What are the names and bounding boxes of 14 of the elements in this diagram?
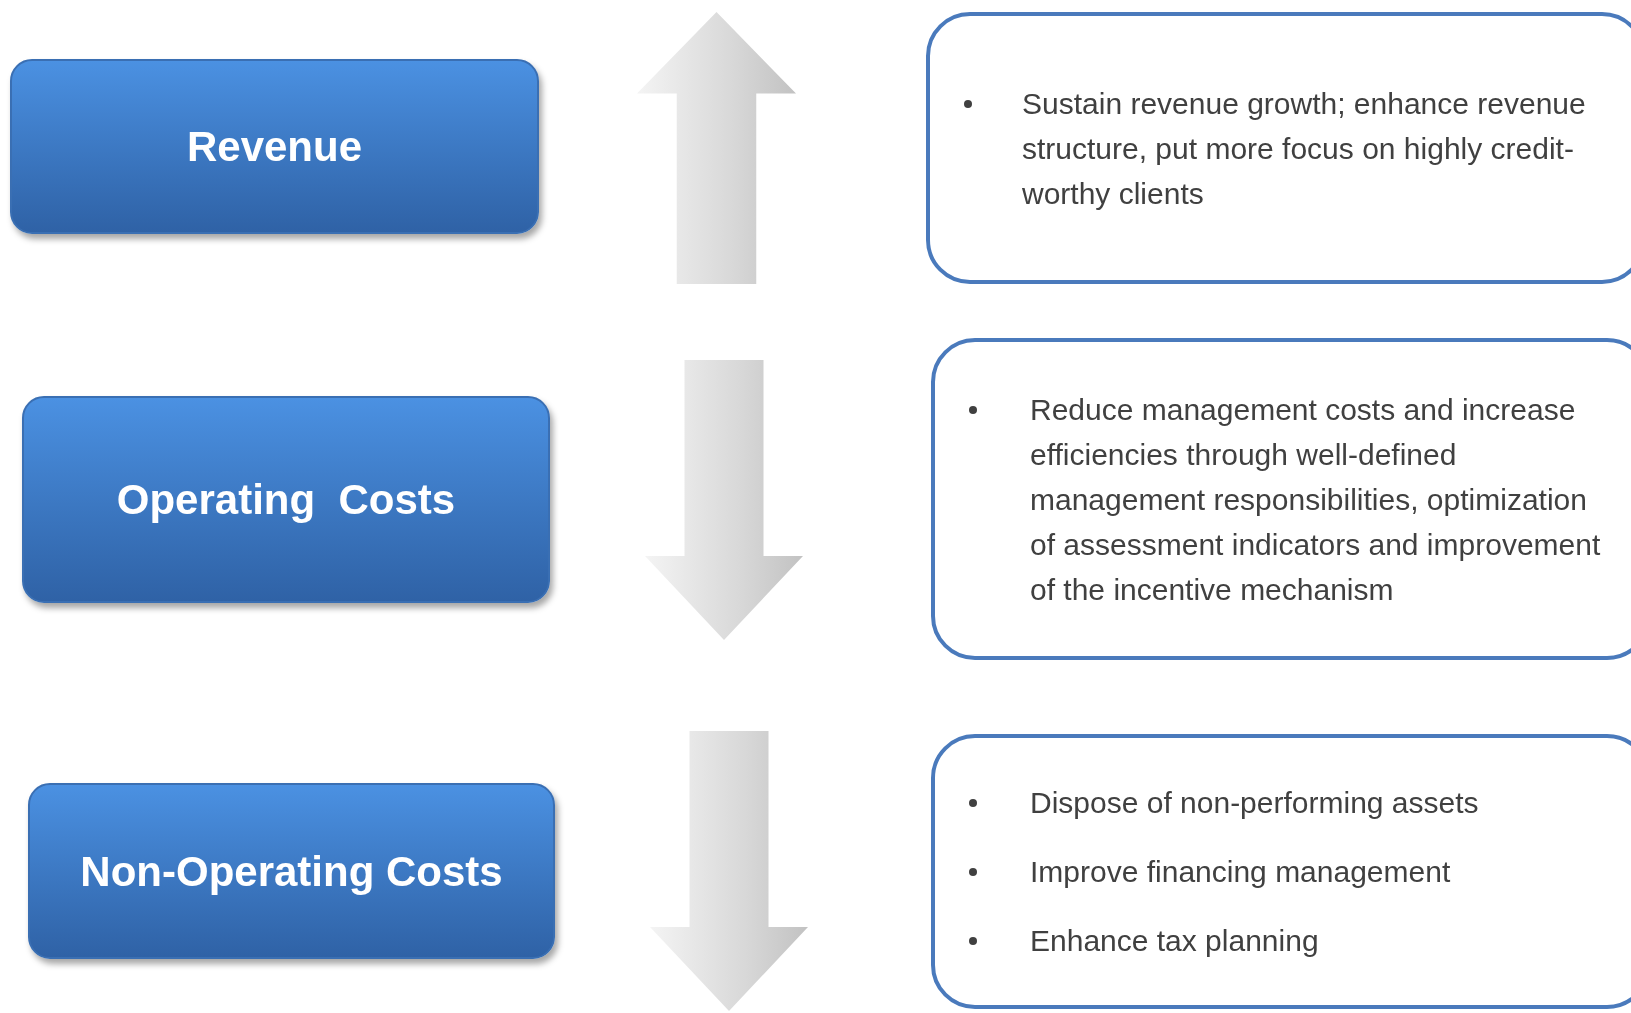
category-title: Operating Costs xyxy=(116,475,456,525)
strategy-box xyxy=(931,338,1631,660)
strategy-box xyxy=(926,12,1631,284)
strategy-text: Improve financing management xyxy=(1030,854,1452,890)
category-title: Non-Operating Costs xyxy=(80,846,503,897)
strategy-text: Dispose of non-performing assets xyxy=(1030,785,1480,821)
strategy-text: Sustain revenue growth; enhance revenue structure, put more focus on highly credit-worthy clients xyxy=(1022,85,1587,212)
strategy-text: Enhance tax planning xyxy=(1030,923,1320,959)
category-title: Revenue xyxy=(186,122,363,172)
strategy-box xyxy=(931,734,1631,1009)
strategy-text: Reduce management costs and increase efficiencies through well-defined management responsibilities, optimization of assessment indicators and improvement of the incentive mechanism xyxy=(1030,391,1602,608)
category-box xyxy=(22,396,550,603)
category-box xyxy=(28,783,555,959)
category-box xyxy=(10,59,539,234)
